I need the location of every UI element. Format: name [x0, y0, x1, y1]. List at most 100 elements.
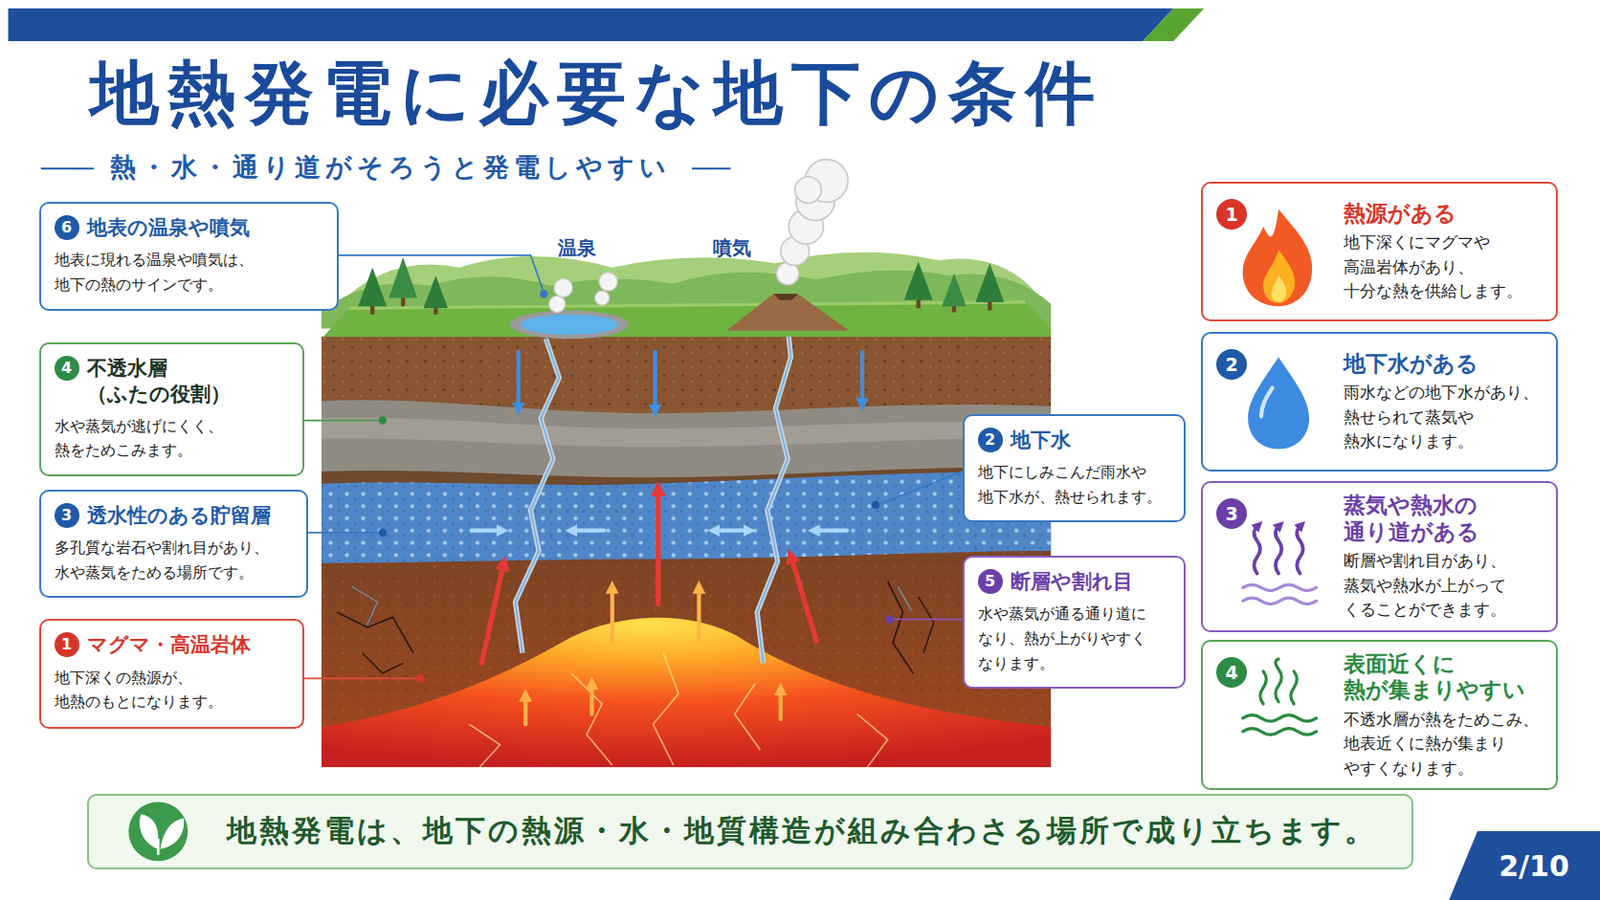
condition-number: 2: [1216, 349, 1247, 380]
banner-ground: [87, 794, 1414, 870]
flame-icon: [1243, 209, 1313, 307]
cross-section: [321, 618, 1051, 768]
header-bar: [8, 8, 1205, 42]
leader-line: [304, 255, 963, 684]
callout-heading: 地下水: [1010, 427, 1172, 453]
cross-section: [516, 352, 521, 407]
volcano-fumarole: [795, 177, 823, 204]
cross-section: [571, 673, 613, 766]
leaf-icon: [128, 801, 188, 862]
illustration-label: 噴気: [712, 235, 752, 262]
callout-header: 3透水性のある貯留層: [54, 503, 294, 529]
tree: [357, 267, 387, 308]
leader-line: [338, 255, 543, 290]
condition-text: 不透水層が熱をためこみ、 地表近くに熱が集まり やすくなります。: [1343, 708, 1547, 782]
page-number: 2/10: [1498, 849, 1570, 884]
callout-number: 4: [54, 355, 80, 381]
condition-panel: 3蒸気や熱水の 通り道がある断層や割れ目があり、 蒸気や熱水が上がって くること…: [1200, 481, 1558, 633]
tree: [357, 257, 1004, 315]
leader-line: [304, 420, 379, 423]
tree: [904, 261, 934, 301]
callout-box: 5断層や割れ目水や蒸気が通る通り道に なり、熱が上がりやすく なります。: [962, 555, 1187, 689]
summary-banner: 地熱発電は、地下の熱源・水・地質構造が組み合わさる場所で成り立ちます。: [87, 794, 1414, 870]
cross-section: [652, 653, 679, 766]
heat-rise-icon: [1290, 671, 1297, 705]
hot-spring: [510, 272, 629, 339]
callout-heading: 不透水層 （ふたの役割）: [87, 355, 289, 407]
condition-panel: 1熱源がある地下深くにマグマや 高温岩体があり、 十分な熱を供給します。: [1200, 181, 1558, 322]
callout-header: 1 マグマ・高温岩体: [54, 632, 289, 658]
hot-spring: [554, 278, 573, 297]
cross-section: [321, 336, 1051, 768]
page-badge: 2/10: [1448, 831, 1600, 900]
flame-icon: [1271, 275, 1288, 303]
cross-section: [860, 352, 865, 402]
water-drop-icon: [1247, 356, 1310, 449]
condition-panel: 2地下水がある雨水などの地下水があり、 熱せられて蒸気や 熱水になります。: [1200, 332, 1558, 472]
cross-section: [734, 684, 761, 751]
subtitle-rule: [691, 167, 732, 170]
callout-number: 5: [977, 569, 1003, 595]
hot-spring: [549, 272, 618, 313]
hot-spring: [510, 310, 629, 339]
condition-number: 4: [1216, 657, 1247, 689]
subtitle-rule: [41, 167, 94, 170]
callout-box: 3透水性のある貯留層多孔質な岩石や割れ目があり、 水や蒸気をためる場所です。: [39, 489, 310, 599]
callout-box: 6 地表の温泉や噴気地表に現れる温泉や噴気は、 地下の熱のサインです。: [39, 201, 340, 312]
cross-section: [918, 597, 934, 654]
cross-section: [888, 581, 914, 674]
callout-heading: 地表の温泉や噴気: [87, 215, 325, 241]
water-drop-icon: [1247, 356, 1310, 449]
steam-path-icon: [1243, 598, 1317, 604]
cross-section: [523, 698, 528, 726]
header-bar: [1142, 8, 1204, 42]
callout-text: 地下深くの熱源が、 地熱のもとになります。: [54, 666, 289, 715]
cross-section: [897, 586, 912, 611]
condition-text: 地下深くにマグマや 高温岩体があり、 十分な熱を供給します。: [1343, 230, 1547, 305]
leader-line: [308, 532, 379, 534]
cross-section: [655, 491, 661, 604]
heat-rise-icon: [1243, 715, 1317, 722]
callout-number: 6: [54, 215, 80, 241]
banner-ground: [87, 794, 1414, 870]
badge-shape: [1448, 831, 1600, 900]
steam-path-icon: [1296, 526, 1303, 574]
cross-section: [652, 352, 657, 409]
condition-text: 断層や割れ目があり、 蒸気や熱水が上がって くることができます。: [1343, 549, 1547, 623]
callout-number: 1: [54, 632, 80, 658]
header-bar: [8, 8, 1175, 42]
callout-text: 水や蒸気が逃げにくく、 熱をためこみます。: [54, 414, 289, 464]
leader-line: [879, 471, 962, 505]
landscape: [321, 252, 1051, 342]
cross-section: [321, 553, 1051, 768]
flame-icon: [1263, 250, 1295, 304]
leader-line: [871, 501, 881, 511]
cross-section: [321, 471, 1051, 564]
cross-section: [514, 338, 559, 653]
callout-heading: マグマ・高温岩体: [87, 632, 289, 658]
tree: [388, 257, 418, 299]
cross-section: [514, 338, 559, 653]
cross-section: [778, 691, 783, 720]
callout-header: 4 不透水層 （ふたの役割）: [54, 355, 289, 407]
callout-number: 3: [54, 503, 80, 529]
cross-section: [321, 400, 1051, 480]
condition-panel: 4表面近くに 熱が集まりやすい不透水層が熱をためこみ、 地表近くに熱が集まり や…: [1200, 640, 1558, 792]
condition-heading: 熱源がある: [1343, 200, 1547, 228]
steam-path-icon: [1254, 526, 1261, 574]
cross-section: [469, 653, 889, 768]
illustration-label: 温泉: [557, 235, 597, 262]
cross-section: [336, 336, 934, 674]
heat-rise-icon: [1275, 659, 1282, 703]
leader-line: [416, 674, 425, 684]
cross-section: [469, 724, 501, 768]
volcano-fumarole: [726, 293, 849, 331]
callout-box: 4 不透水層 （ふたの役割） 水や蒸気が逃げにくく、 熱をためこみます。: [39, 342, 305, 477]
cross-section: [471, 529, 501, 534]
leader-line: [378, 416, 388, 425]
heat-rise-icon: [1243, 659, 1317, 735]
callout-text: 地表に現れる温泉や噴気は、 地下の熱のサインです。: [54, 247, 325, 297]
callout-header: 6 地表の温泉や噴気: [54, 215, 325, 241]
tree: [423, 275, 449, 309]
